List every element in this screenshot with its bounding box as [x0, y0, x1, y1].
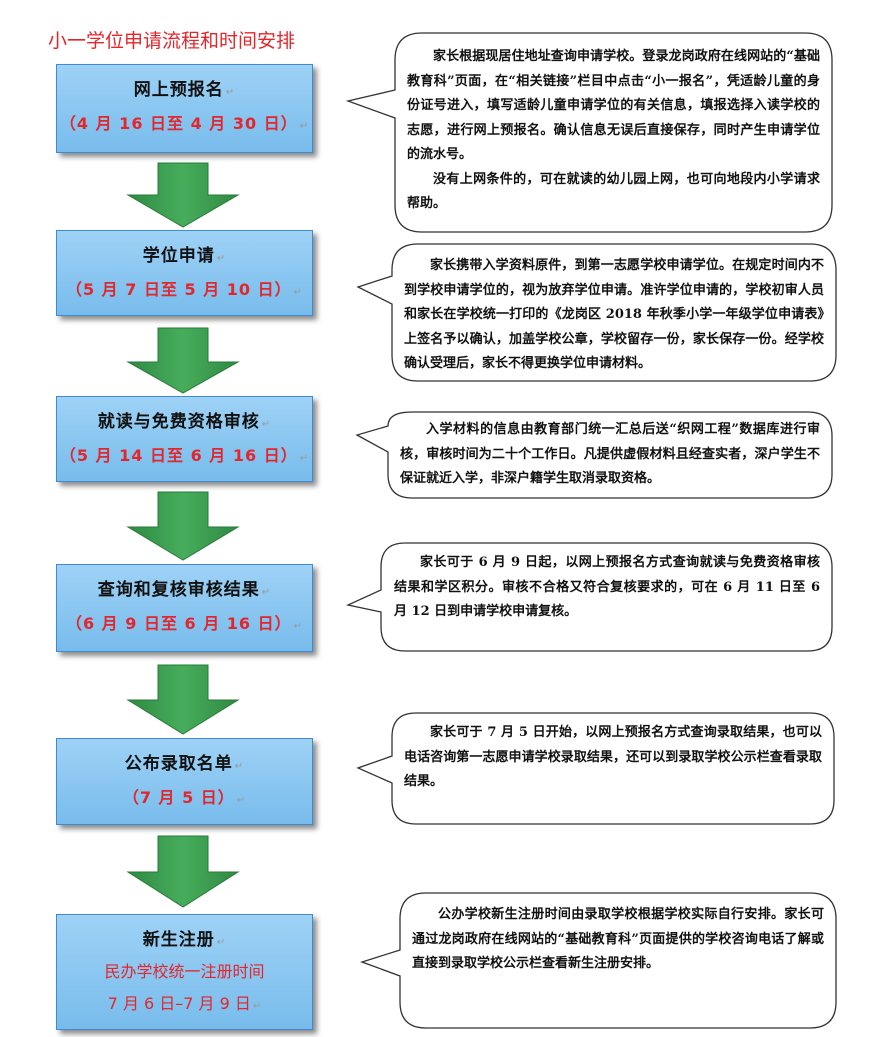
step-box-admission-list: 公布录取名单↵ （7 月 5 日）↵	[56, 738, 313, 825]
paragraph-mark: ↵	[293, 621, 304, 632]
paragraph-mark: ↵	[225, 87, 236, 98]
callout-bubble	[345, 542, 833, 652]
step-date: （4 月 16 日至 4 月 30 日）	[59, 114, 298, 133]
paragraph-mark: ↵	[236, 795, 247, 806]
callout-bubble	[345, 32, 833, 233]
step-box-degree-application: 学位申请↵ （5 月 7 日至 5 月 10 日）↵	[56, 230, 313, 316]
step-title: 网上预报名	[133, 80, 224, 100]
callout-text-registration: 公办学校新生注册时间由录取学校根据学校实际自行安排。家长可通过龙岗政府在线网站的…	[412, 903, 824, 977]
step-title: 查询和复核审核结果	[97, 580, 260, 600]
step-title: 新生注册	[142, 930, 215, 950]
callout-paragraph: 入学材料的信息由教育部门统一汇总后送“织网工程”数据库进行审核，审核时间为二十个…	[400, 422, 820, 486]
paragraph-mark: ↵	[261, 587, 272, 598]
step-date: （6 月 9 日至 6 月 16 日）	[65, 614, 292, 633]
down-arrow-icon	[126, 327, 240, 394]
down-arrow-icon	[126, 162, 240, 228]
down-arrow-icon	[126, 664, 240, 735]
callout-bubble	[356, 243, 837, 382]
step-date: （5 月 7 日至 5 月 10 日）	[65, 280, 292, 299]
callout-bubble	[355, 411, 833, 499]
paragraph-mark: ↵	[216, 253, 227, 264]
step-box-eligibility-review: 就读与免费资格审核↵ （5 月 14 日至 6 月 16 日）↵	[56, 396, 313, 482]
step-box-online-preregistration: 网上预报名↵ （4 月 16 日至 4 月 30 日）↵	[56, 64, 313, 153]
paragraph-mark: ↵	[216, 937, 227, 948]
callout-text-preregistration: 家长根据现居住地址查询申请学校。登录龙岗政府在线网站的“基础教育科”页面，在“相…	[407, 45, 820, 217]
callout-paragraph: 公办学校新生注册时间由录取学校根据学校实际自行安排。家长可通过龙岗政府在线网站的…	[412, 907, 824, 971]
callout-paragraph: 家长携带入学资料原件，到第一志愿学校申请学位。在规定时间内不到学校申请学位的，视…	[404, 258, 824, 371]
paragraph-mark: ↵	[293, 287, 304, 298]
callout-text-review: 入学材料的信息由教育部门统一汇总后送“织网工程”数据库进行审核，审核时间为二十个…	[400, 418, 820, 492]
callout-paragraph: 家长根据现居住地址查询申请学校。登录龙岗政府在线网站的“基础教育科”页面，在“相…	[407, 49, 820, 162]
step-date: 民办学校统一注册时间	[104, 962, 265, 981]
callout-text-application: 家长携带入学资料原件，到第一志愿学校申请学位。在规定时间内不到学校申请学位的，视…	[404, 254, 824, 377]
paragraph-mark: ↵	[299, 453, 310, 464]
callout-bubble	[356, 712, 835, 825]
down-arrow-icon	[126, 491, 240, 561]
step-title: 公布录取名单	[124, 754, 233, 774]
step-box-query-results: 查询和复核审核结果↵ （6 月 9 日至 6 月 16 日）↵	[56, 564, 313, 652]
callout-bubble	[359, 892, 837, 1029]
callout-text-query: 家长可于 6 月 9 日起，以网上预报名方式查询就读与免费资格审核结果和学区积分…	[394, 551, 820, 625]
step-title: 学位申请	[142, 246, 215, 266]
paragraph-mark: ↵	[261, 419, 272, 430]
step-date: （7 月 5 日）	[122, 788, 235, 807]
step-title: 就读与免费资格审核	[97, 412, 260, 432]
paragraph-mark: ↵	[299, 121, 310, 132]
step-date-range: 7 月 6 日–7 月 9 日	[107, 994, 251, 1013]
callout-paragraph: 家长可于 6 月 9 日起，以网上预报名方式查询就读与免费资格审核结果和学区积分…	[394, 555, 820, 619]
down-arrow-icon	[126, 835, 240, 908]
paragraph-mark: ↵	[234, 761, 245, 772]
step-date: （5 月 14 日至 6 月 16 日）	[59, 446, 298, 465]
callout-text-admission: 家长可于 7 月 5 日开始，以网上预报名方式查询录取结果，也可以电话咨询第一志…	[404, 721, 822, 795]
step-box-new-student-registration: 新生注册↵ 民办学校统一注册时间 7 月 6 日–7 月 9 日↵	[56, 914, 313, 1030]
paragraph-mark: ↵	[252, 1001, 262, 1012]
page-title: 小一学位申请流程和时间安排	[48, 30, 296, 52]
callout-paragraph: 没有上网条件的，可在就读的幼儿园上网，也可向地段内小学请求帮助。	[407, 171, 820, 212]
callout-paragraph: 家长可于 7 月 5 日开始，以网上预报名方式查询录取结果，也可以电话咨询第一志…	[404, 725, 822, 789]
